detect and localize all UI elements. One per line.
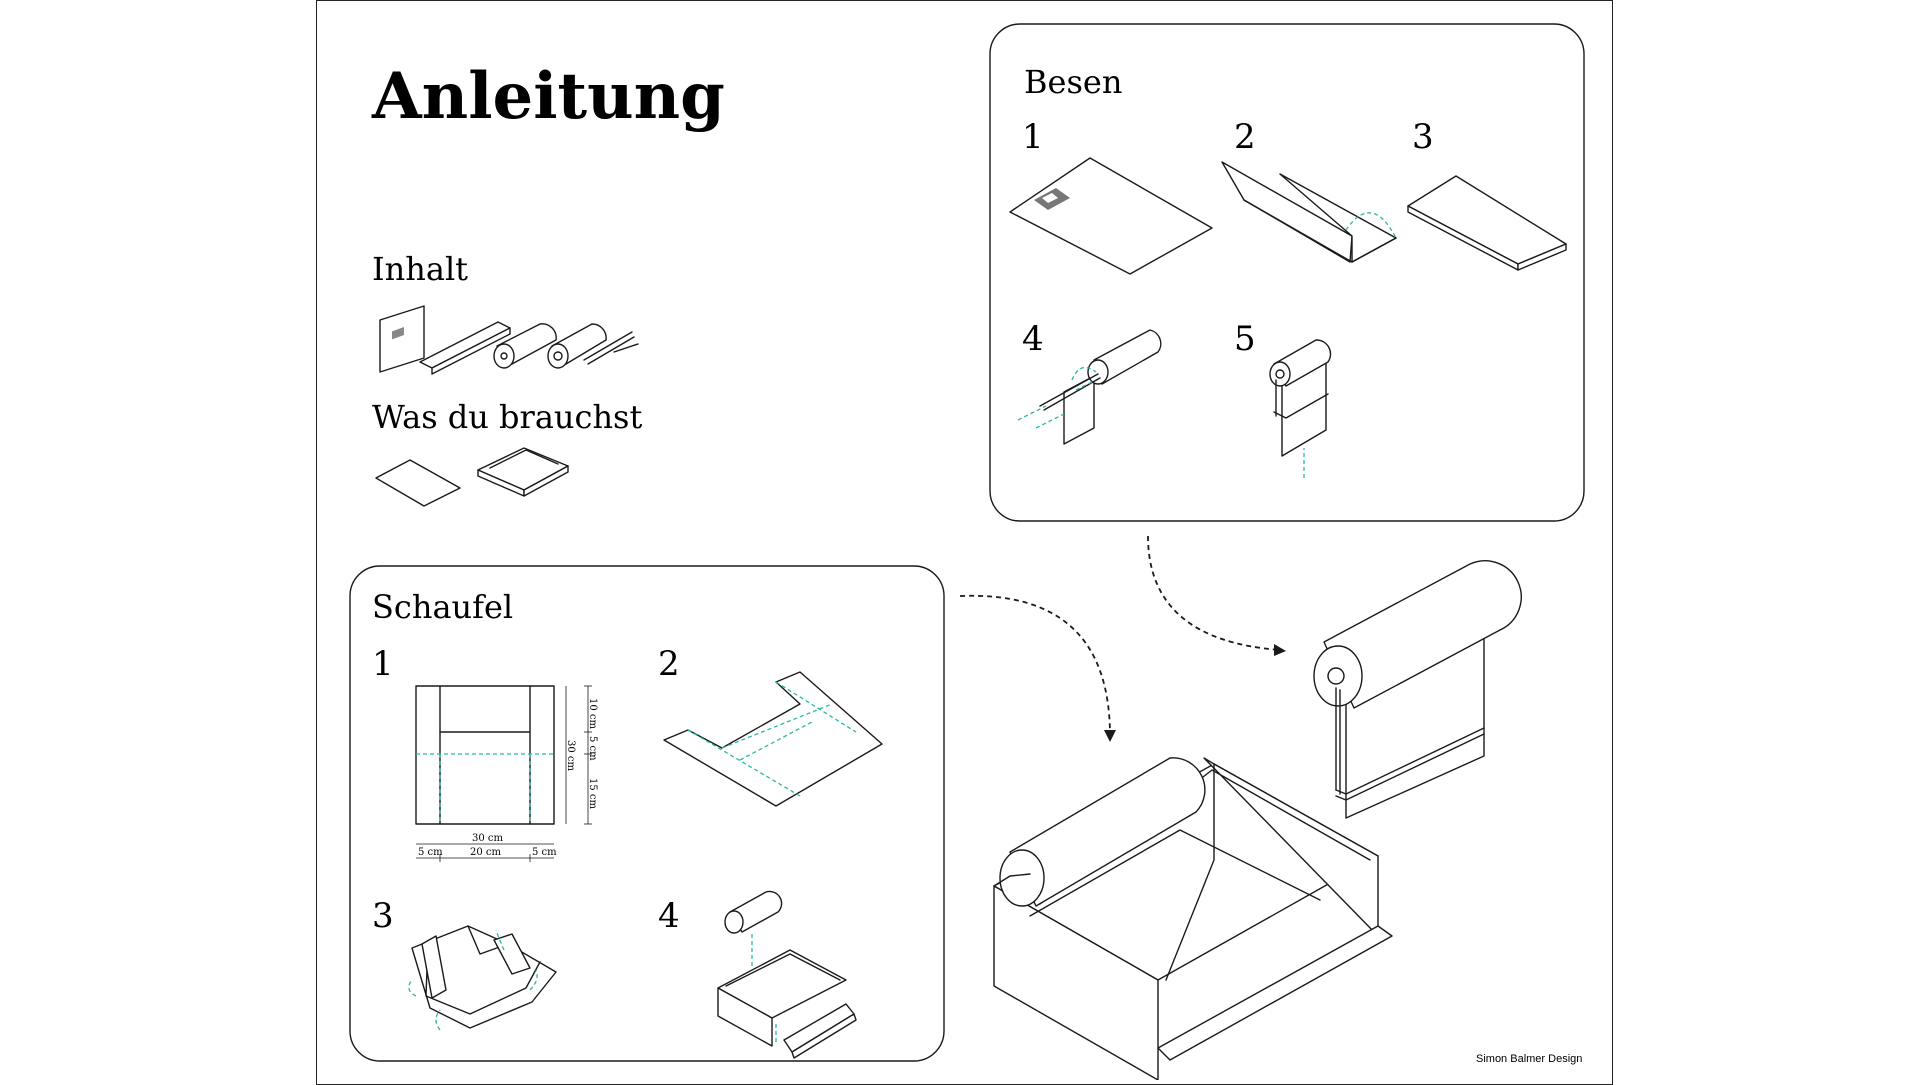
dim-middle-label: 5 cm bbox=[587, 736, 598, 761]
contents-illustration bbox=[379, 305, 639, 375]
box-icon bbox=[477, 447, 569, 497]
schaufel-panel bbox=[349, 565, 945, 1062]
schaufel-step-3-number: 3 bbox=[372, 896, 394, 936]
paper-sheet-icon bbox=[375, 326, 461, 507]
credit-label: Simon Balmer Design bbox=[1476, 1053, 1582, 1065]
flow-arrows bbox=[959, 535, 1286, 742]
besen-heading: Besen bbox=[1024, 63, 1122, 101]
besen-step-1-number: 1 bbox=[1022, 117, 1044, 157]
besen-step-3-illustration bbox=[1407, 175, 1567, 271]
schaufel-step-2-pattern bbox=[663, 671, 883, 807]
schaufel-step-4-illustration bbox=[717, 890, 857, 1059]
besen-step-4-illustration bbox=[1017, 329, 1162, 445]
besen-step-2-illustration bbox=[1221, 161, 1397, 263]
schaufel-step-1-pattern: 10 cm 5 cm 15 cm 30 cm 30 cm 5 cm 20 cm … bbox=[415, 685, 598, 862]
dim-width-label: 30 cm bbox=[472, 833, 504, 844]
schaufel-step-2-number: 2 bbox=[658, 644, 680, 684]
arrow-schaufel-to-pan bbox=[959, 594, 1111, 737]
inhalt-heading: Inhalt bbox=[372, 250, 468, 288]
brauchst-heading: Was du brauchst bbox=[372, 398, 642, 436]
assembled-broom-illustration bbox=[1313, 560, 1522, 819]
dim-height-label: 30 cm bbox=[565, 740, 576, 772]
dim-right-label: 5 cm bbox=[532, 847, 557, 858]
besen-step-4-number: 4 bbox=[1022, 319, 1044, 359]
besen-step-1-illustration bbox=[1009, 157, 1213, 275]
needed-materials-illustration bbox=[375, 326, 569, 507]
arrow-besen-to-broom bbox=[1147, 535, 1281, 651]
schaufel-heading: Schaufel bbox=[372, 588, 513, 626]
dim-center-label: 20 cm bbox=[470, 847, 502, 858]
schaufel-step-3-illustration bbox=[408, 925, 557, 1031]
schaufel-step-4-number: 4 bbox=[658, 896, 680, 936]
dim-left-label: 5 cm bbox=[418, 847, 443, 858]
assembled-dustpan-illustration bbox=[993, 757, 1393, 1080]
besen-step-2-number: 2 bbox=[1234, 117, 1256, 157]
besen-panel bbox=[989, 23, 1585, 522]
roll-1-icon bbox=[493, 323, 557, 369]
dim-top-label: 10 cm bbox=[587, 698, 598, 730]
besen-step-5-illustration bbox=[1269, 339, 1332, 478]
schaufel-step-1-number: 1 bbox=[372, 644, 394, 684]
instruction-sheet bbox=[316, 0, 1613, 1085]
besen-step-3-number: 3 bbox=[1412, 117, 1434, 157]
roll-2-icon bbox=[547, 323, 607, 369]
besen-step-5-number: 5 bbox=[1234, 319, 1256, 359]
dim-lower-label: 15 cm bbox=[587, 778, 598, 810]
page-title: Anleitung bbox=[371, 59, 725, 134]
